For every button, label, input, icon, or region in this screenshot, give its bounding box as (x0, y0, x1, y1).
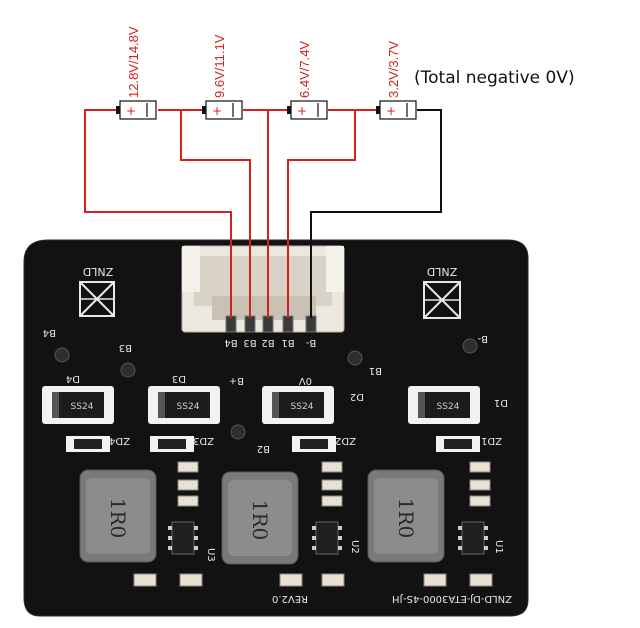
board-rev-text: REV2.0 (272, 593, 308, 604)
plus-sign: + (386, 104, 396, 118)
wire-bminus (310, 109, 442, 318)
cell-voltage-label: 12.8V/14.8V (126, 26, 141, 98)
connector-pin (305, 315, 317, 333)
smd-part (321, 573, 345, 587)
label-0v: 0V (299, 375, 312, 386)
label-b4: B4 (43, 327, 56, 338)
board-model-text: ZNLD-DJ-ETA3000-4S-JH (392, 593, 512, 604)
logo-left: ZNLD (79, 265, 115, 317)
svg-text:SS24: SS24 (71, 402, 94, 412)
inductor-1r0: 1R0 (221, 471, 299, 565)
wire-b4 (84, 109, 232, 318)
smd-part (321, 495, 343, 507)
total-negative-note: (Total negative 0V) (414, 68, 575, 88)
svg-text:SS24: SS24 (291, 402, 314, 412)
ic-chip (312, 521, 342, 555)
silkscreen-labels: B4 B3 B1 B2 B- B+ 0V D4 D3 D2 D1 ZD4 ZD3… (43, 327, 512, 604)
connector-pin-label: B2 (261, 337, 274, 348)
label-b2: B2 (257, 443, 270, 454)
wire-b3 (180, 110, 251, 318)
smd-part (321, 479, 343, 491)
plus-sign: + (126, 104, 136, 118)
balance-connector: B4 B3 B2 B1 B- (181, 245, 345, 348)
label-u3: U3 (205, 548, 216, 562)
diode-ss24: SS24 (42, 386, 114, 424)
label-d2: D2 (350, 391, 364, 402)
plus-sign: + (297, 104, 307, 118)
ic-chip (458, 521, 488, 555)
smd-part (177, 461, 199, 473)
connector-pin-label: B- (305, 337, 316, 348)
label-zd3: ZD3 (193, 435, 214, 446)
svg-text:SS24: SS24 (437, 402, 460, 412)
connector-pin-label: B1 (281, 337, 294, 348)
inductor-1r0: 1R0 (79, 469, 157, 563)
diodes: SS24 SS24 SS24 SS24 (42, 386, 480, 424)
battery-cell-3: +6.4V/7.4V (287, 41, 328, 120)
label-bminus: B- (477, 333, 488, 344)
smd-part (469, 461, 491, 473)
connector-pin (225, 315, 237, 333)
diode-ss24: SS24 (408, 386, 480, 424)
battery-cells: +12.8V/14.8V+9.6V/11.1V+6.4V/7.4V+3.2V/3… (116, 26, 417, 120)
label-d1: D1 (494, 397, 508, 408)
plus-sign: + (212, 104, 222, 118)
connector-pin-label: B4 (224, 337, 237, 348)
svg-text:SS24: SS24 (177, 402, 200, 412)
label-zd2: ZD2 (335, 435, 356, 446)
smd-part (469, 495, 491, 507)
label-zd4: ZD4 (109, 435, 130, 446)
svg-text:ZNLD: ZNLD (83, 265, 113, 278)
label-zd1: ZD1 (481, 435, 502, 446)
svg-text:1R0: 1R0 (248, 500, 272, 541)
label-d3: D3 (172, 373, 186, 384)
label-u1: U1 (493, 540, 504, 554)
wiring (84, 109, 442, 318)
diode-ss24: SS24 (262, 386, 334, 424)
connector-pin (282, 315, 294, 333)
svg-text:1R0: 1R0 (106, 498, 130, 539)
connector-pin (262, 315, 274, 333)
cell-voltage-label: 9.6V/11.1V (212, 34, 227, 98)
battery-cell-1: +12.8V/14.8V (116, 26, 157, 120)
smd-part (469, 573, 493, 587)
connector-pin-label: B3 (243, 337, 256, 348)
smd-components (66, 436, 493, 587)
smd-part (177, 495, 199, 507)
wire-b1 (287, 110, 356, 318)
smd-part (279, 573, 303, 587)
diode-ss24: SS24 (148, 386, 220, 424)
smd-part (423, 573, 447, 587)
inductors: 1R0 1R0 1R0 (79, 469, 445, 565)
battery-cell-2: +9.6V/11.1V (202, 34, 243, 120)
inductor-1r0: 1R0 (367, 469, 445, 563)
cell-voltage-label: 6.4V/7.4V (297, 41, 312, 98)
label-u2: U2 (349, 540, 360, 554)
svg-text:ZNLD: ZNLD (427, 265, 457, 278)
smd-part (179, 573, 203, 587)
svg-text:1R0: 1R0 (394, 498, 418, 539)
label-b1: B1 (369, 365, 382, 376)
connector-pin (244, 315, 256, 333)
label-b3: B3 (119, 342, 132, 353)
label-bplus: B+ (229, 375, 244, 386)
logo-right: ZNLD (423, 265, 461, 319)
smd-part (177, 479, 199, 491)
ic-chip (168, 521, 198, 555)
cell-voltage-label: 3.2V/3.7V (386, 41, 401, 98)
battery-cell-4: +3.2V/3.7V (376, 41, 417, 120)
smd-part (321, 461, 343, 473)
smd-part (469, 479, 491, 491)
smd-part (133, 573, 157, 587)
label-d4: D4 (66, 373, 80, 384)
